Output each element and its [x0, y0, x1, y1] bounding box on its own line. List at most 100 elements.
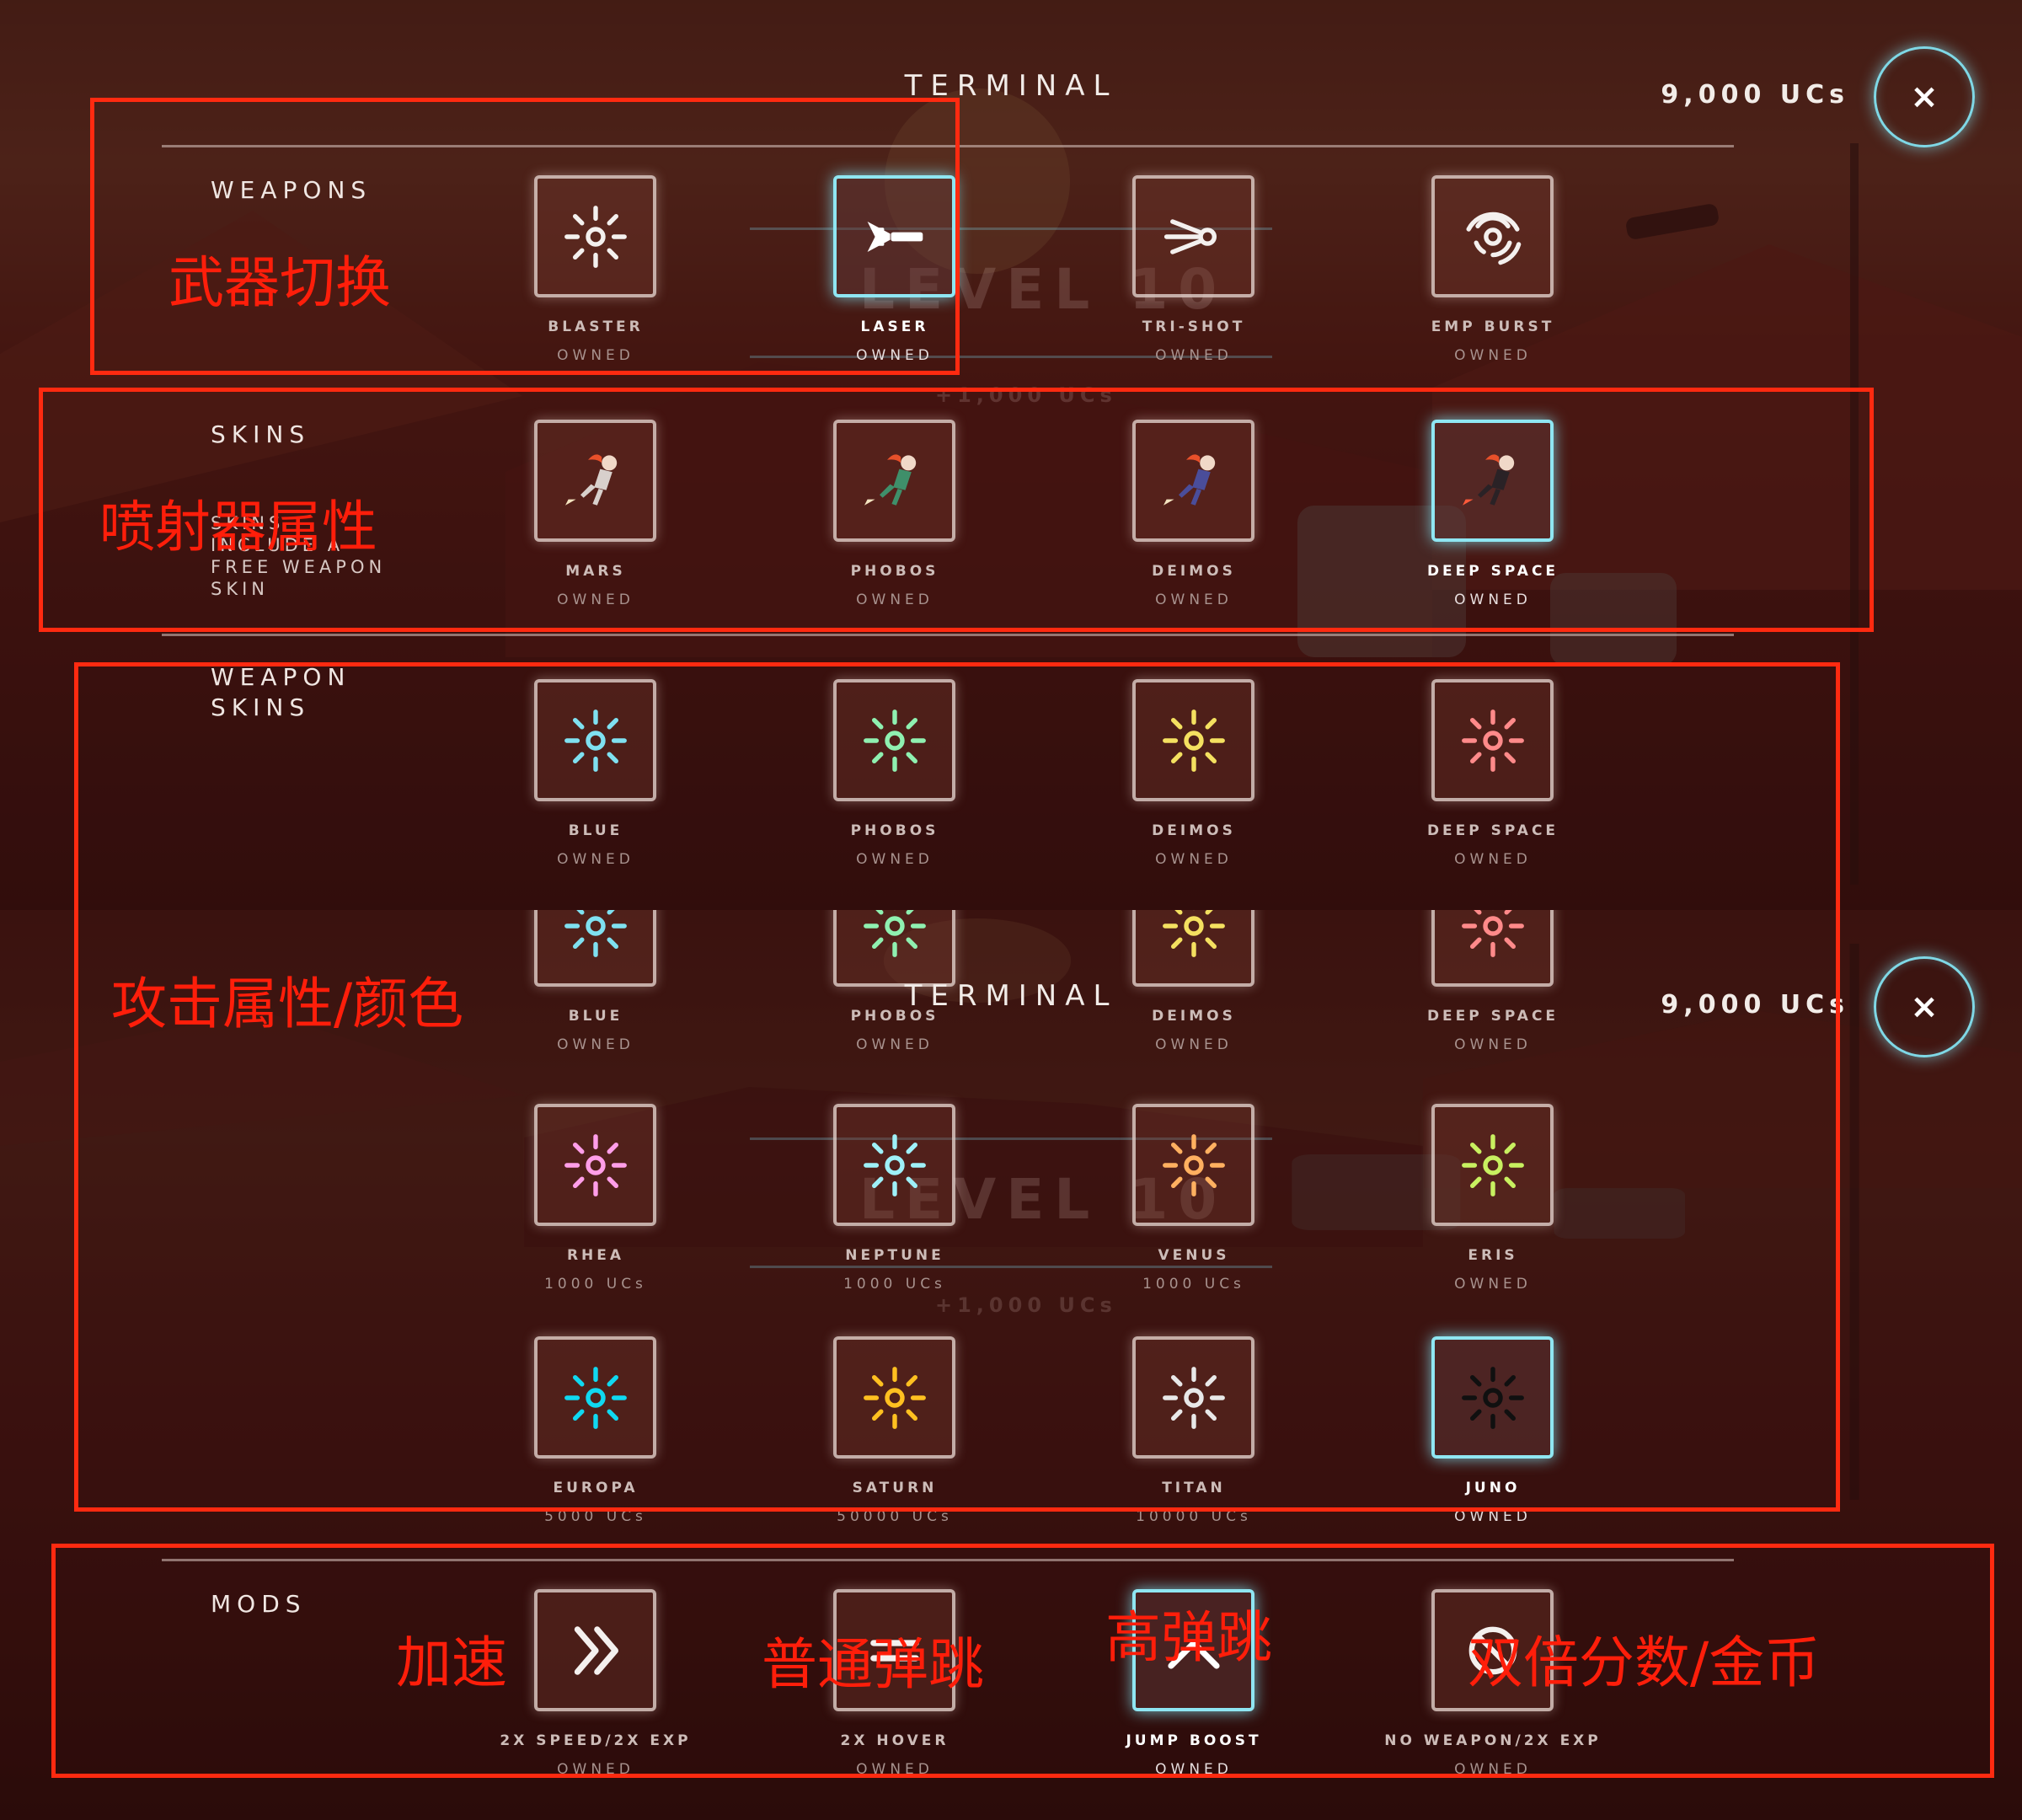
annotation-mod-noweapon: 双倍分数/金币 — [1468, 1630, 1821, 1695]
weapon-name: LASER — [860, 318, 929, 335]
mod-name: 2X HOVER — [840, 1732, 949, 1749]
mod-tile-no-weapon[interactable] — [1431, 1589, 1554, 1711]
weapon-tile-tri-shot[interactable] — [1132, 175, 1254, 297]
weapon-skin-status: OWNED — [557, 851, 634, 868]
weapon-skin-name: DEIMOS — [1152, 1008, 1236, 1025]
weapon-skin-tile-phobos[interactable] — [833, 910, 955, 987]
astronaut-deimos-icon — [1163, 453, 1215, 506]
weapon-skin-tile-rhea[interactable] — [534, 1104, 656, 1226]
close-icon: × — [1910, 988, 1939, 1026]
skin-tile-deep-space[interactable] — [1431, 420, 1554, 542]
section-divider — [162, 145, 1734, 147]
weapon-skin-name: DEIMOS — [1152, 822, 1236, 839]
weapon-skin-tile-blue[interactable] — [534, 910, 656, 987]
tri-shot-icon — [1163, 218, 1217, 254]
currency-balance: 9,000 UCs — [1661, 990, 1849, 1020]
weapon-name: EMP BURST — [1431, 318, 1555, 335]
weapon-skin-tile-europa[interactable] — [534, 1336, 656, 1459]
annotation-skins: 喷射器属性 — [99, 495, 377, 559]
skin-tile-phobos[interactable] — [833, 420, 955, 542]
weapon-skin-name: ERIS — [1468, 1247, 1518, 1264]
skin-tile-mars[interactable] — [534, 420, 656, 542]
burst-saturn-icon — [863, 1366, 926, 1429]
weapon-skin-tile-blue[interactable] — [534, 679, 656, 801]
terminal-title: TERMINAL — [904, 979, 1118, 1013]
no-weapon-icon — [1468, 1626, 1516, 1674]
weapon-tile-laser[interactable] — [833, 175, 955, 297]
skin-tile-deimos[interactable] — [1132, 420, 1254, 542]
burst-venus-icon — [1162, 1133, 1225, 1196]
double-chevron-right-icon — [574, 1625, 618, 1675]
weapon-skin-tile-eris[interactable] — [1431, 1104, 1554, 1226]
weapon-skin-tile-neptune[interactable] — [833, 1104, 955, 1226]
weapon-skin-tile-juno[interactable] — [1431, 1336, 1554, 1459]
weapon-skin-tile-deimos[interactable] — [1132, 679, 1254, 801]
burst-phobos-icon — [863, 709, 926, 772]
hover-icon — [869, 1639, 919, 1662]
weapon-name: TRI-SHOT — [1142, 318, 1246, 335]
mods-label: MODS — [211, 1590, 307, 1618]
reward-ghost-text: +1,000 UCs — [935, 383, 1117, 407]
skin-status: OWNED — [557, 592, 634, 608]
weapon-skin-status: OWNED — [1454, 1036, 1532, 1053]
annotation-weapon-skins: 攻击属性/颜色 — [111, 972, 464, 1036]
weapon-tile-blaster[interactable] — [534, 175, 656, 297]
mod-name: JUMP BOOST — [1126, 1732, 1262, 1749]
weapon-skin-status: OWNED — [1155, 1036, 1233, 1053]
currency-balance: 9,000 UCs — [1661, 80, 1849, 110]
weapon-skin-tile-saturn[interactable] — [833, 1336, 955, 1459]
burst-deep-space-icon — [1461, 910, 1524, 957]
burst-phobos-icon — [863, 910, 926, 957]
weapon-skins-label: WEAPON SKINS — [211, 663, 351, 721]
weapon-skin-tile-phobos[interactable] — [833, 679, 955, 801]
astronaut-mars-icon — [564, 453, 617, 506]
weapon-skin-name: NEPTUNE — [845, 1247, 944, 1264]
annotation-box-mods — [51, 1544, 1994, 1778]
weapon-skin-status: 50000 UCs — [837, 1508, 953, 1525]
weapon-status: OWNED — [557, 347, 634, 364]
burst-europa-icon — [564, 1366, 627, 1429]
skin-name: DEIMOS — [1152, 563, 1236, 580]
annotation-mod-speed: 加速 — [396, 1630, 507, 1695]
weapon-tile-emp-burst[interactable] — [1431, 175, 1554, 297]
weapon-skin-status: OWNED — [1454, 1508, 1532, 1525]
mod-tile-2x-speed[interactable] — [534, 1589, 656, 1711]
weapon-skin-status: OWNED — [1454, 851, 1532, 868]
burst-rhea-icon — [564, 1133, 627, 1196]
emp-burst-icon — [1466, 211, 1521, 265]
weapon-skin-status: 1000 UCs — [843, 1276, 946, 1293]
close-button[interactable]: × — [1874, 956, 1975, 1057]
weapons-label: WEAPONS — [211, 176, 372, 204]
section-divider — [162, 634, 1734, 636]
dim-overlay — [0, 910, 2022, 1820]
annotation-box-weapons — [90, 98, 960, 375]
weapon-skin-tile-deimos[interactable] — [1132, 910, 1254, 987]
burst-titan-icon — [1162, 1366, 1225, 1429]
weapon-status: OWNED — [1454, 347, 1532, 364]
weapon-skin-name: VENUS — [1158, 1247, 1230, 1264]
burst-blue-icon — [564, 709, 627, 772]
weapon-status: OWNED — [856, 347, 933, 364]
skins-label: SKINS — [211, 420, 311, 448]
weapon-skin-tile-titan[interactable] — [1132, 1336, 1254, 1459]
mod-tile-jump-boost[interactable] — [1132, 1589, 1254, 1711]
weapon-skin-tile-venus[interactable] — [1132, 1104, 1254, 1226]
weapon-name: BLASTER — [548, 318, 644, 335]
annotation-weapons: 武器切换 — [168, 250, 391, 315]
weapon-skin-status: 1000 UCs — [544, 1276, 647, 1293]
weapon-skin-name: JUNO — [1465, 1480, 1521, 1496]
weapon-skin-name: RHEA — [566, 1247, 625, 1264]
weapon-skin-status: 5000 UCs — [544, 1508, 647, 1525]
weapon-skin-status: OWNED — [1155, 851, 1233, 868]
skins-note: SKINS INCLUDE A FREE WEAPON SKIN — [211, 513, 387, 599]
mod-tile-2x-hover[interactable] — [833, 1589, 955, 1711]
weapon-skin-tile-deep-space[interactable] — [1431, 910, 1554, 987]
skin-status: OWNED — [856, 592, 933, 608]
weapon-skin-name: PHOBOS — [850, 822, 939, 839]
close-button[interactable]: × — [1874, 46, 1975, 147]
annotation-mod-jump: 高弹跳 — [1105, 1605, 1272, 1670]
burst-eris-icon — [1461, 1133, 1524, 1196]
skin-name: DEEP SPACE — [1426, 563, 1559, 580]
reward-ghost-text: +1,000 UCs — [935, 1293, 1117, 1317]
weapon-skin-tile-deep-space[interactable] — [1431, 679, 1554, 801]
